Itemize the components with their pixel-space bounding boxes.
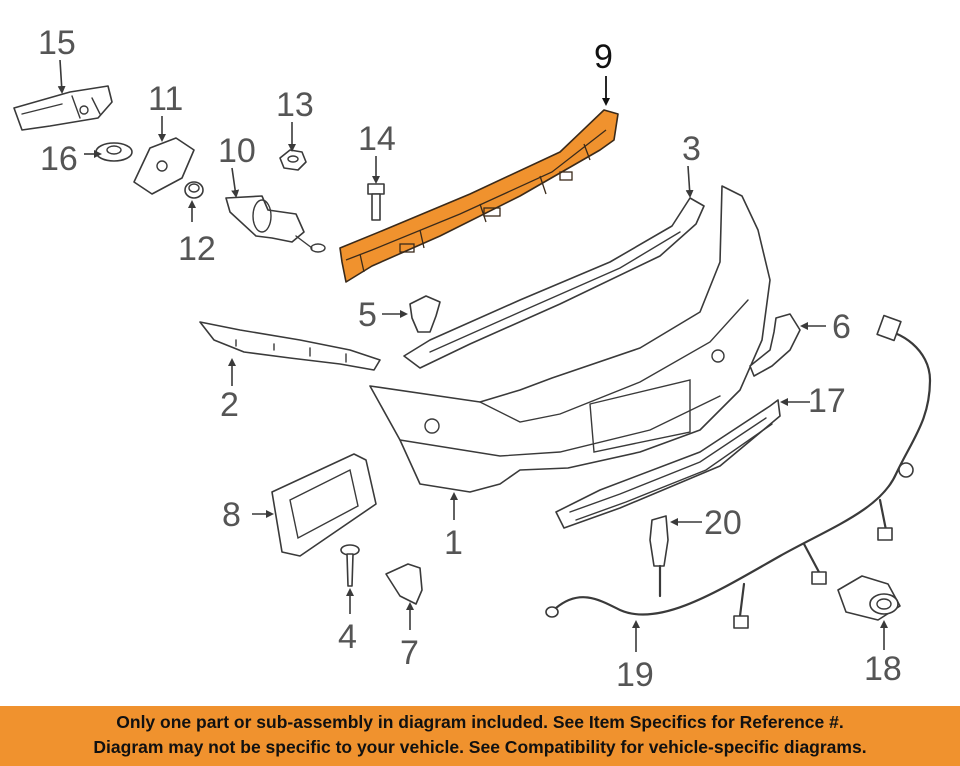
part-18-parking-sensor xyxy=(837,575,901,621)
part-19-wiring-harness xyxy=(545,314,932,629)
callout-20: 20 xyxy=(704,504,742,542)
callout-7: 7 xyxy=(400,634,419,672)
callout-15: 15 xyxy=(38,24,76,62)
part-12-grommet xyxy=(184,181,204,199)
part-11-pad xyxy=(133,137,195,195)
callout-4: 4 xyxy=(338,618,357,656)
part-7-bracket xyxy=(385,563,423,605)
callout-8: 8 xyxy=(222,496,241,534)
leader-15 xyxy=(57,59,66,94)
part-15-bracket xyxy=(13,85,113,131)
callout-1: 1 xyxy=(444,524,463,562)
disclaimer-banner: Only one part or sub-assembly in diagram… xyxy=(0,706,960,766)
part-17-trim-grille xyxy=(555,399,781,529)
part-5-clip xyxy=(409,295,441,333)
callout-16: 16 xyxy=(40,140,78,178)
callout-17: 17 xyxy=(808,382,846,420)
part-10-tow-hook xyxy=(225,195,326,253)
callout-14: 14 xyxy=(358,120,396,158)
part-4-screw xyxy=(340,544,360,587)
callout-13: 13 xyxy=(276,86,314,124)
callout-10: 10 xyxy=(218,132,256,170)
leader-3 xyxy=(685,165,694,198)
callout-5: 5 xyxy=(358,296,377,334)
part-13-nut xyxy=(279,149,307,171)
disclaimer-line-1: Only one part or sub-assembly in diagram… xyxy=(116,712,844,732)
callout-3: 3 xyxy=(682,130,701,168)
callout-18: 18 xyxy=(864,650,902,688)
part-2-side-bracket xyxy=(199,321,381,371)
disclaimer-line-2: Diagram may not be specific to your vehi… xyxy=(93,737,867,757)
parts-diagram: 15 16 11 12 10 13 14 9 3 5 6 2 17 1 8 20… xyxy=(13,24,932,694)
part-8-plate-bracket xyxy=(271,453,377,557)
callout-6: 6 xyxy=(832,308,851,346)
part-9-bumper-reinforcement xyxy=(339,109,619,283)
part-1-bumper-cover xyxy=(369,185,771,493)
callout-19: 19 xyxy=(616,656,654,694)
part-3-support-bracket xyxy=(403,197,705,369)
part-16-clip xyxy=(95,142,133,162)
part-20-sensor-holder xyxy=(649,515,669,598)
part-6-bracket xyxy=(749,313,801,377)
callout-12: 12 xyxy=(178,230,216,268)
callout-2: 2 xyxy=(220,386,239,424)
callout-9: 9 xyxy=(594,38,613,76)
callout-11: 11 xyxy=(148,80,183,118)
leader-10 xyxy=(231,167,240,198)
part-14-bolt xyxy=(367,183,385,221)
